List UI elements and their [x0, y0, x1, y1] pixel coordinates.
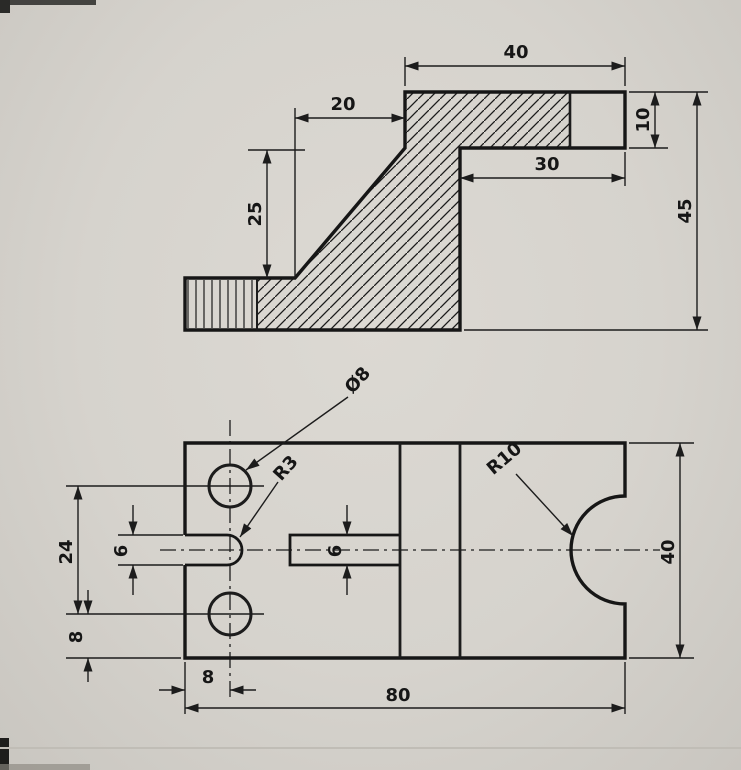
dim-40-top-label: 40 — [503, 42, 528, 63]
scan-artifact — [0, 738, 9, 770]
section-outline — [183, 90, 627, 332]
dim-20-label: 20 — [330, 94, 355, 115]
plan-view: 24 8 6 6 40 — [56, 363, 694, 714]
dim-45-label: 45 — [675, 198, 696, 223]
dim-24: 24 — [56, 486, 83, 614]
dim-10: 10 — [629, 92, 668, 149]
leader-line — [245, 396, 349, 471]
leader-line — [515, 473, 574, 537]
dim-6-middle-label: 6 — [325, 545, 346, 558]
leader-line — [239, 481, 279, 538]
scan-artifact — [0, 0, 10, 13]
dim-40-right: 40 — [629, 442, 694, 659]
dim-25: 25 — [245, 149, 305, 278]
section-hatch-vertical — [187, 280, 255, 328]
dim-45: 45 — [464, 91, 708, 331]
dim-8-bottom: 8 — [159, 662, 256, 714]
dim-40-right-label: 40 — [658, 539, 679, 564]
dim-20: 20 — [294, 94, 405, 278]
dim-30-label: 30 — [534, 154, 559, 175]
dim-8-vertical-label: 8 — [66, 631, 87, 644]
scan-artifact — [0, 764, 90, 770]
section-view: 40 20 30 10 45 — [183, 42, 708, 332]
section-hatch-diagonal — [257, 92, 570, 330]
dim-8-vertical: 8 — [66, 590, 181, 682]
dim-25-label: 25 — [245, 201, 266, 226]
dim-80: 80 — [185, 662, 626, 714]
dim-8-bottom-label: 8 — [202, 667, 215, 688]
scan-artifact — [0, 0, 96, 5]
dim-6-middle: 6 — [325, 505, 352, 595]
label-notch-radius: R10 — [483, 438, 574, 537]
dim-10-label: 10 — [633, 107, 654, 132]
dim-80-label: 80 — [385, 685, 410, 706]
plan-outline — [183, 441, 627, 660]
dim-6-left: 6 — [111, 505, 183, 595]
left-slot — [185, 533, 244, 567]
dim-24-label: 24 — [56, 539, 77, 564]
slot-radius-label: R3 — [269, 451, 302, 485]
dim-40-top: 40 — [404, 42, 626, 86]
dim-6-left-label: 6 — [111, 545, 132, 558]
dim-30: 30 — [460, 152, 626, 186]
label-hole-diameter: Ø8 — [245, 363, 375, 471]
hole-diameter-label: Ø8 — [341, 363, 375, 398]
